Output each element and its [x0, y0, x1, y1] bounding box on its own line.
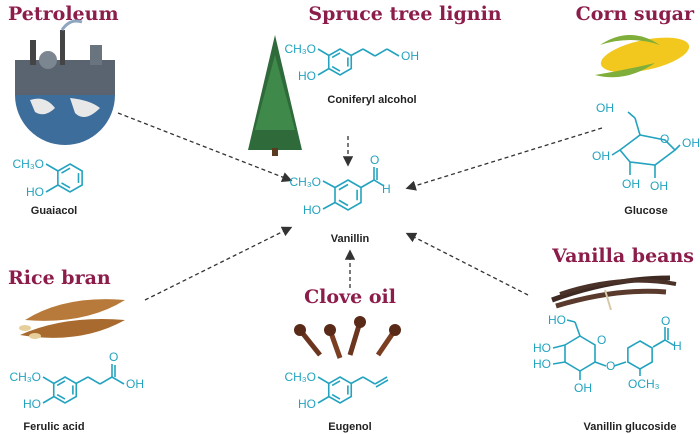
atom-label: O	[660, 132, 669, 146]
title-corn-sugar: Corn sugar	[576, 3, 695, 25]
atom-label: HO	[303, 203, 321, 217]
arrow-petroleum	[117, 112, 293, 183]
atom-label: OH	[574, 381, 592, 395]
spruce-tree-image	[248, 35, 302, 156]
label-glucose: Glucose	[624, 205, 667, 217]
cloves-image	[294, 316, 401, 359]
atom-label: CH₃O	[289, 175, 321, 189]
title-spruce-lignin: Spruce tree lignin	[308, 3, 501, 25]
atom-label: O	[370, 153, 379, 167]
atom-label: H	[382, 182, 391, 196]
eugenol-structure: CH₃O HO	[284, 370, 389, 411]
glucose-structure: OH O OH OH OH OH	[592, 101, 700, 193]
atom-label: O	[597, 333, 606, 347]
atom-label: OH	[126, 377, 144, 391]
atom-label: CH₃O	[284, 42, 316, 56]
atom-label: HO	[548, 313, 566, 327]
title-petroleum: Petroleum	[8, 3, 119, 25]
coniferyl-alcohol-structure: CH₃O HO OH	[284, 42, 419, 83]
atom-label: CH₃O	[284, 370, 316, 384]
atom-label: CH₃O	[12, 157, 44, 171]
label-vanillin: Vanillin	[331, 233, 370, 245]
refinery-globe-image	[15, 19, 115, 145]
atom-label: H	[673, 339, 682, 353]
ferulic-acid-structure: CH₃O HO O OH	[9, 350, 144, 411]
label-ferulic-acid: Ferulic acid	[23, 421, 84, 433]
arrow-rice	[144, 226, 293, 301]
arrows	[117, 112, 603, 301]
arrow-vanilla	[405, 232, 529, 296]
label-eugenol: Eugenol	[328, 421, 371, 433]
atom-label: O	[109, 350, 118, 364]
atom-label: OH	[596, 101, 614, 115]
label-coniferyl-alcohol: Coniferyl alcohol	[327, 94, 416, 106]
guaiacol-structure: CH₃O HO	[12, 157, 83, 199]
atom-label: HO	[298, 397, 316, 411]
atom-label: O	[661, 314, 670, 328]
atom-label: HO	[298, 69, 316, 83]
rice-grains-image	[19, 299, 125, 339]
atom-label: OH	[682, 136, 700, 150]
arrow-corn	[405, 127, 603, 191]
atom-label: HO	[26, 185, 44, 199]
atom-label: HO	[533, 341, 551, 355]
atom-label: OH	[592, 149, 610, 163]
atom-label: OH	[650, 179, 668, 193]
vanilla-pods-image	[551, 275, 677, 311]
atom-label: OH	[401, 49, 419, 63]
atom-label: O	[606, 359, 615, 373]
atom-label: HO	[533, 357, 551, 371]
title-vanilla-beans: Vanilla beans	[551, 245, 694, 267]
atom-label: HO	[23, 397, 41, 411]
vanillin-structure: CH₃O HO O H	[289, 153, 390, 217]
label-guaiacol: Guaiacol	[31, 205, 77, 217]
title-rice-bran: Rice bran	[8, 267, 111, 289]
atom-label: CH₃O	[9, 370, 41, 384]
title-clove-oil: Clove oil	[304, 286, 396, 308]
atom-label: OH	[622, 177, 640, 191]
label-vanillin-glucoside: Vanillin glucoside	[584, 421, 677, 433]
atom-label: OCH₃	[628, 377, 660, 391]
corn-cob-image	[595, 35, 690, 78]
